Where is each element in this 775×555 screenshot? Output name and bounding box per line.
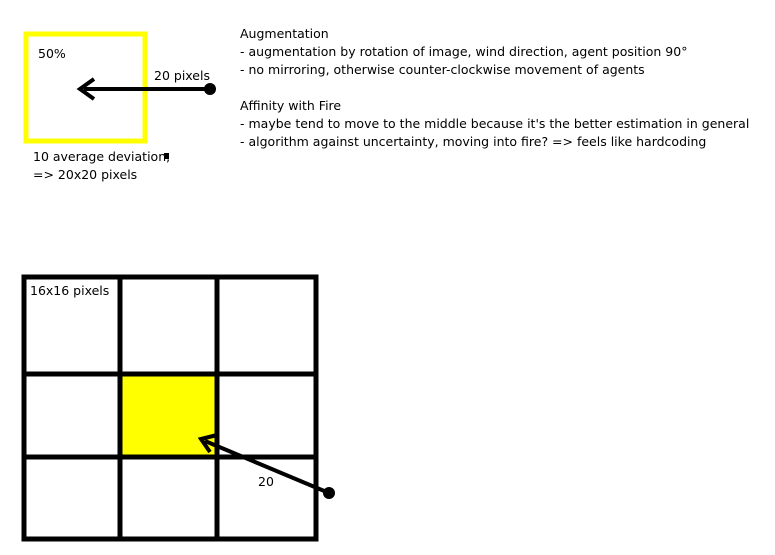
small-square-mark	[164, 153, 169, 159]
deviation-size-label: => 20x20 pixels	[33, 167, 138, 182]
augmentation-heading: Augmentation	[240, 26, 329, 41]
notes-block: Augmentation - augmentation by rotation …	[240, 25, 749, 151]
notes-spacer	[240, 79, 749, 97]
augmentation-item: - augmentation by rotation of image, win…	[240, 44, 688, 59]
box-percentage-label: 50%	[38, 46, 66, 61]
affinity-item: - maybe tend to move to the middle becau…	[240, 116, 750, 131]
bottom-arrow-label: 20	[258, 474, 274, 489]
top-arrow-head	[76, 77, 96, 101]
highlight-cell	[122, 376, 215, 455]
cell-size-label: 16x16 pixels	[30, 283, 110, 298]
augmentation-item: - no mirroring, otherwise counter-clockw…	[240, 62, 645, 77]
grid-outline	[21, 274, 319, 542]
bottom-arrow-shaft	[204, 439, 330, 495]
affinity-heading: Affinity with Fire	[240, 98, 342, 113]
bottom-arrow-tail-dot	[323, 487, 335, 499]
bottom-arrow-head	[197, 433, 218, 454]
deviation-label: 10 average deviation,	[33, 149, 171, 164]
affinity-item: - algorithm against uncertainty, moving …	[240, 134, 707, 149]
top-arrow-tail-dot	[204, 83, 216, 95]
top-arrow-label: 20 pixels	[154, 68, 210, 83]
